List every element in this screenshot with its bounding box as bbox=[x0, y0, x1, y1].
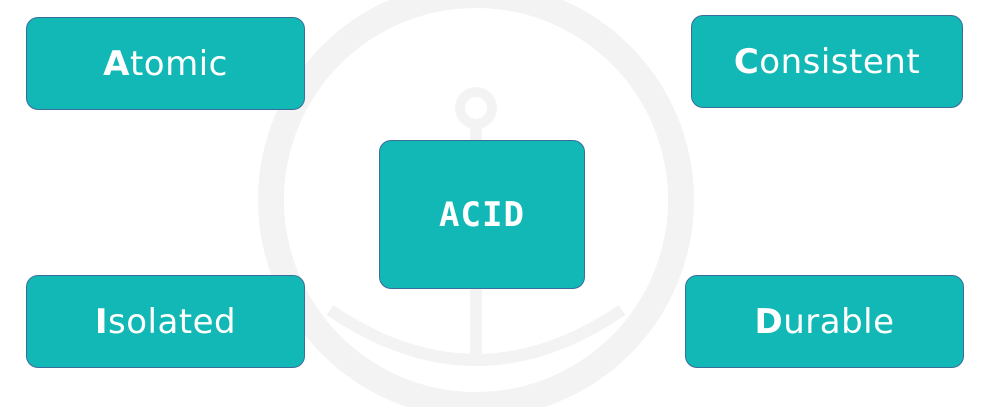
atomic-rest: tomic bbox=[129, 43, 228, 84]
acid-label: ACID bbox=[439, 194, 525, 235]
consistent-rest: onsistent bbox=[759, 41, 921, 82]
atomic-initial: A bbox=[103, 43, 130, 84]
isolated-initial: I bbox=[94, 301, 108, 342]
consistent-initial: C bbox=[733, 41, 760, 82]
durable-rest: urable bbox=[783, 301, 895, 342]
durable-initial: D bbox=[754, 301, 784, 342]
isolated-rest: solated bbox=[108, 301, 237, 342]
acid-center-box: ACID bbox=[379, 140, 585, 289]
